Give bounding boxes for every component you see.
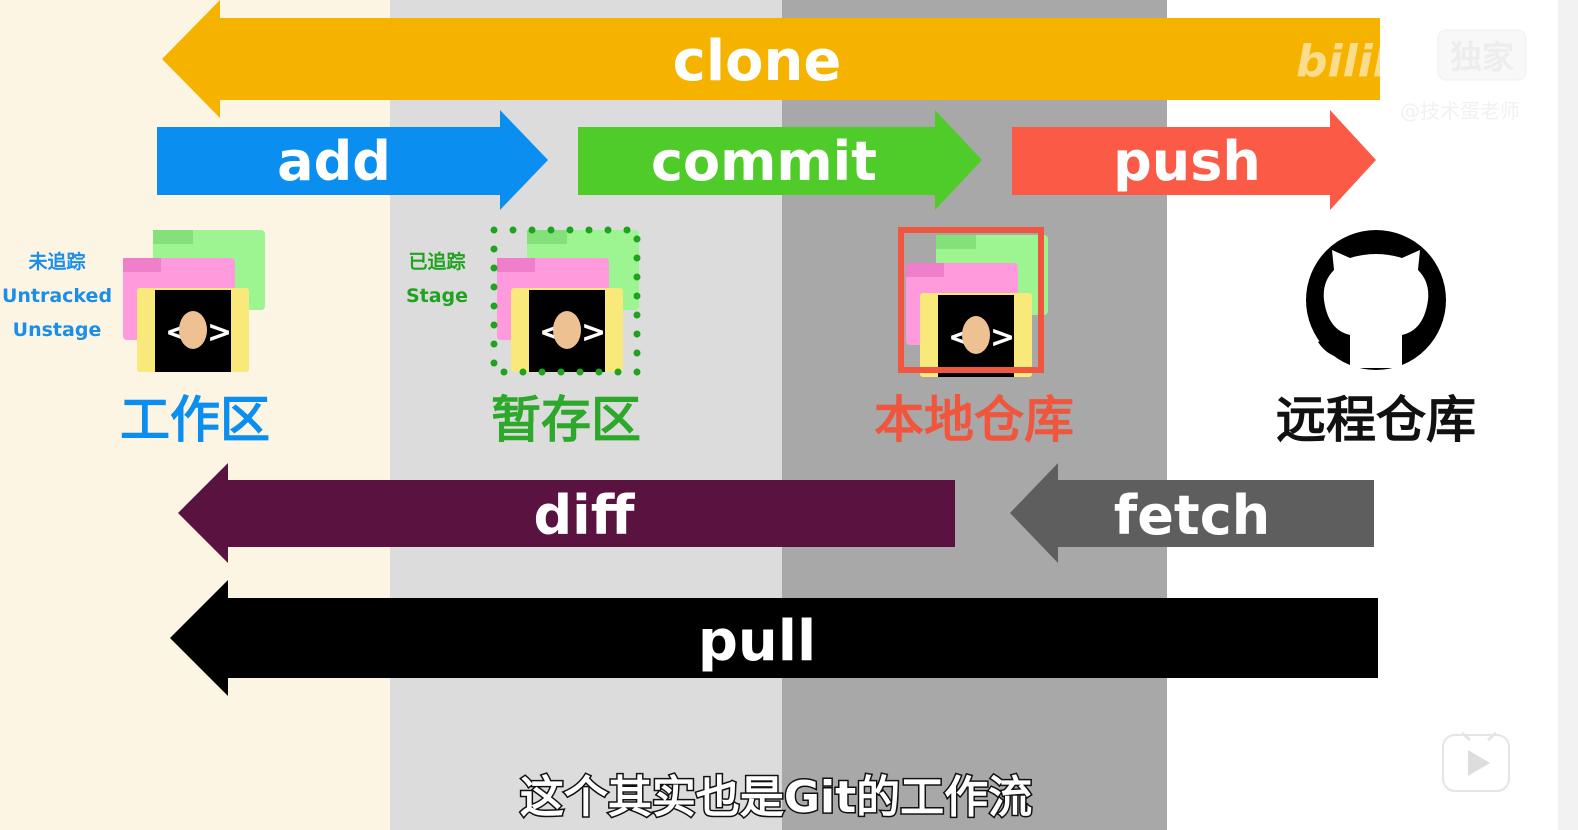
- push-arrow: push: [1012, 110, 1376, 210]
- unstage-en: Unstage: [13, 319, 102, 341]
- local-highlight-frame: [898, 227, 1044, 373]
- svg-text:独家: 独家: [1450, 38, 1514, 76]
- tracked-cn: 已追踪: [408, 250, 465, 273]
- svg-text:pull: pull: [698, 609, 816, 674]
- untracked-en: Untracked: [2, 285, 112, 307]
- local-title: 本地仓库: [874, 391, 1074, 449]
- svg-text:push: push: [1113, 130, 1261, 193]
- diff-arrow: diff: [178, 463, 955, 563]
- subtitle: 这个其实也是Git的工作流: [520, 772, 1032, 823]
- right-edge: [1558, 0, 1578, 830]
- svg-text:@技术蛋老师: @技术蛋老师: [1400, 99, 1520, 123]
- commit-arrow: commit: [578, 110, 982, 210]
- play-button[interactable]: [1442, 731, 1510, 792]
- github-icon: [1306, 230, 1446, 370]
- svg-text:bilibili: bilibili: [1296, 36, 1450, 87]
- svg-text:fetch: fetch: [1114, 484, 1270, 547]
- worktree-title: 工作区: [120, 391, 270, 449]
- add-arrow: add: [157, 110, 548, 210]
- untracked-cn: 未追踪: [27, 250, 85, 273]
- stage-title: 暂存区: [491, 391, 641, 449]
- svg-text:diff: diff: [534, 484, 636, 547]
- pull-arrow: pull: [170, 580, 1378, 696]
- svg-text:clone: clone: [673, 29, 842, 94]
- bilibili-watermark: bilibili 独家 @技术蛋老师: [1296, 29, 1527, 123]
- clone-arrow: clone: [162, 0, 1380, 118]
- stage-en: Stage: [406, 285, 468, 307]
- svg-text:add: add: [277, 130, 391, 193]
- remote-title: 远程仓库: [1276, 391, 1476, 449]
- fetch-arrow: fetch: [1010, 463, 1374, 563]
- svg-text:commit: commit: [651, 130, 877, 193]
